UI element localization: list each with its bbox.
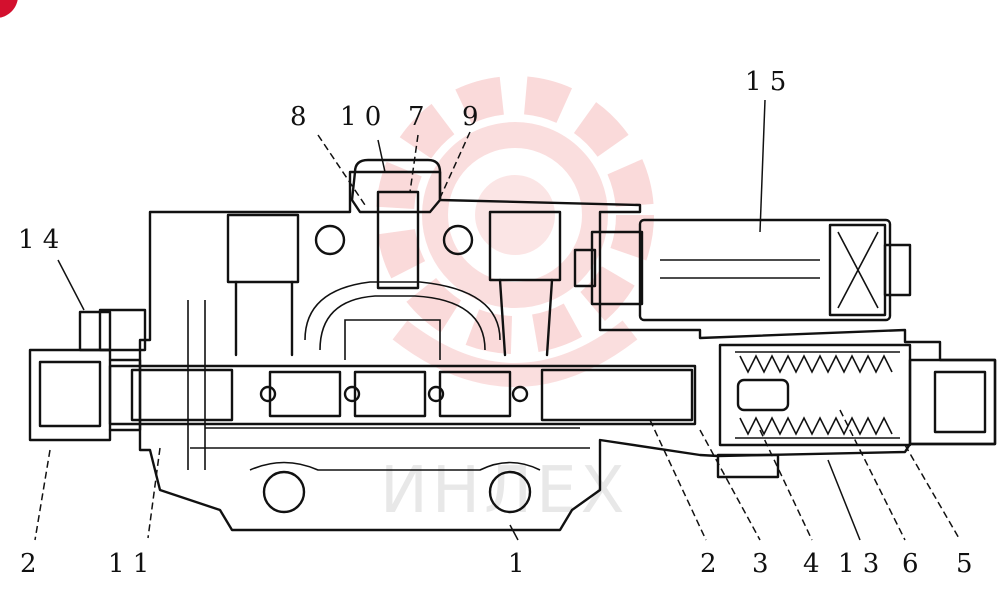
spring-housing	[716, 343, 997, 479]
callout-14: 1 4	[18, 225, 59, 255]
watermark-text: ИНЛЕХ	[380, 454, 628, 528]
callout-15: 1 5	[745, 67, 786, 97]
callout-13: 1 3	[838, 549, 879, 579]
solenoid	[573, 218, 912, 322]
callout-10: 1 0	[340, 102, 381, 132]
corner-badge-icon	[0, 0, 18, 18]
callout-8: 8	[290, 102, 307, 132]
callout-numbers: 8 1 0 7 9 1 5 1 4 2 1 1 1 2 3 4 1 3 6 5	[18, 67, 973, 579]
spool	[108, 364, 697, 426]
callout-3: 3	[752, 549, 769, 579]
callout-2: 2	[700, 549, 717, 579]
callout-7: 7	[408, 102, 425, 132]
callout-5: 5	[956, 549, 973, 579]
left-end-cap	[28, 308, 147, 442]
callout-2-left: 2	[20, 549, 37, 579]
spring-coil-icon	[739, 354, 893, 436]
callout-11: 1 1	[108, 549, 149, 579]
watermark-gear-icon	[376, 76, 654, 387]
valve-body	[138, 158, 997, 532]
callout-9: 9	[462, 102, 479, 132]
callout-1: 1	[508, 549, 525, 579]
callout-6: 6	[902, 549, 919, 579]
callout-4: 4	[803, 549, 820, 579]
callout-leaders	[34, 99, 961, 541]
